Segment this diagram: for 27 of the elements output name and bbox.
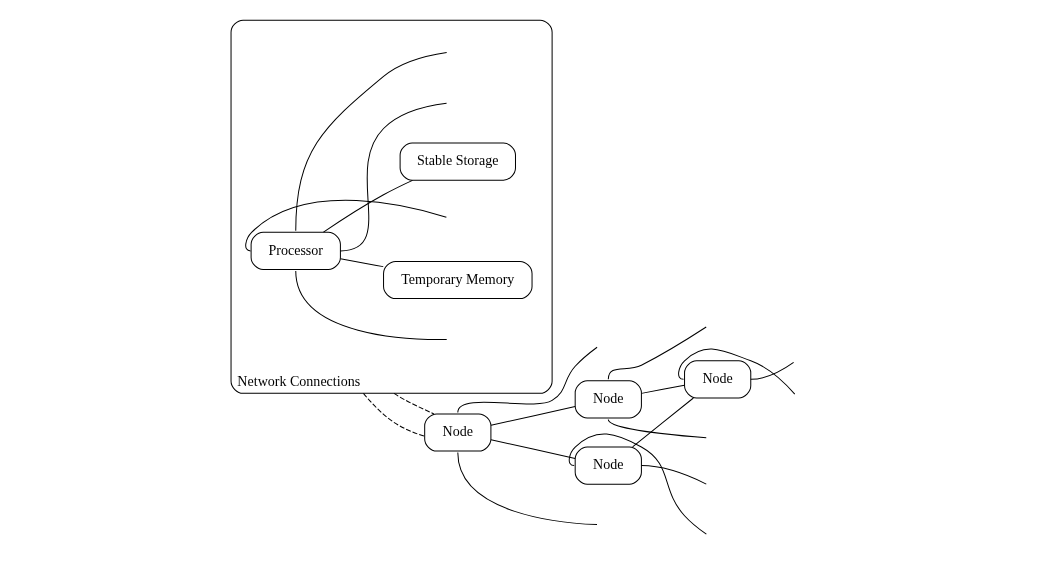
node-box: Node: [684, 360, 752, 399]
node-box: Stable Storage: [399, 142, 516, 181]
node-box: Node: [574, 380, 642, 419]
node-box: Node: [574, 446, 642, 485]
connector: [641, 384, 685, 394]
node-box: Processor: [250, 231, 341, 270]
node-box: Node: [424, 413, 492, 452]
connector: [339, 102, 448, 252]
connector: [362, 392, 425, 437]
connector: [607, 326, 707, 380]
connector: [678, 348, 796, 395]
connector: [457, 452, 598, 526]
connector: [490, 406, 576, 426]
connector: [750, 361, 795, 380]
connector: [568, 433, 707, 535]
connector: [490, 439, 576, 459]
connector: [340, 258, 384, 268]
connector: [632, 397, 694, 448]
connector: [607, 418, 707, 439]
connector: [245, 199, 447, 252]
connector: [640, 465, 707, 485]
connector: [323, 179, 413, 233]
node-box: Temporary Memory: [383, 260, 533, 300]
connector: [295, 270, 448, 341]
connector: [393, 392, 435, 415]
connector: [295, 51, 448, 232]
connector: [457, 346, 598, 413]
